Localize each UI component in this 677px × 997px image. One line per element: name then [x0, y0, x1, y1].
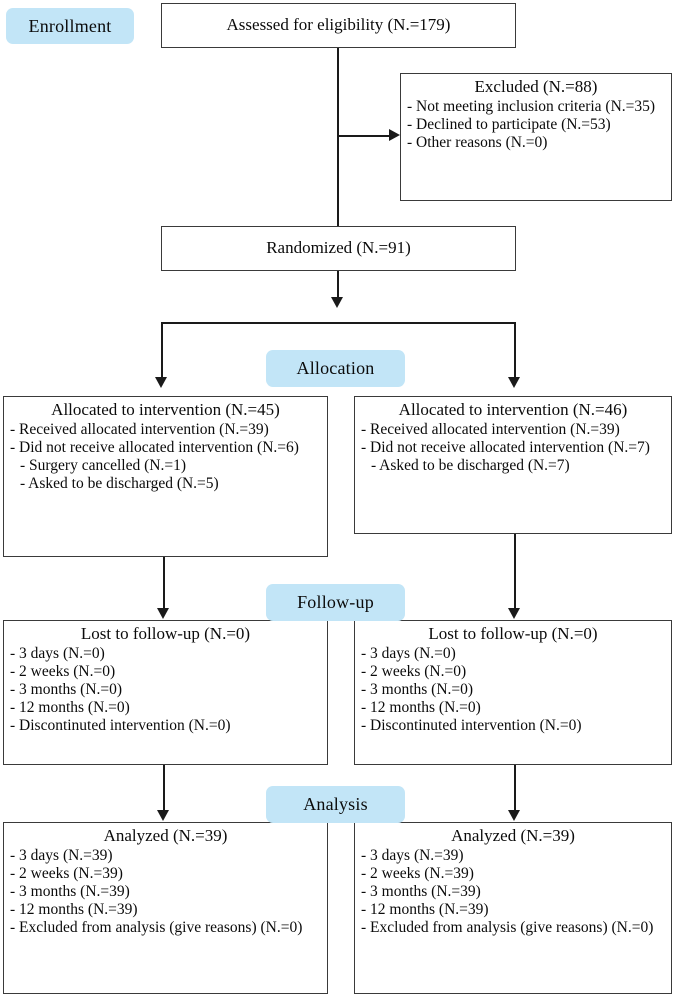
arrow-to-excluded [389, 129, 400, 141]
list-item: - Received allocated intervention (N.=39… [361, 421, 620, 439]
box-analysis-right: Analyzed (N.=39) - 3 days (N.=39) - 2 we… [354, 822, 672, 994]
list-item: - 3 months (N.=0) [10, 680, 123, 698]
connector-followup-analysis-right [514, 765, 516, 811]
arrow-randomized-down [331, 297, 343, 308]
arrow-alloc-followup-left [157, 608, 169, 619]
followup-left-list: - 3 days (N.=0) - 2 weeks (N.=0) - 3 mon… [10, 645, 321, 735]
list-item: - 2 weeks (N.=39) [361, 865, 474, 883]
connector-split-right [514, 322, 516, 378]
list-item: - Discontinuted intervention (N.=0) [361, 716, 582, 734]
list-item: - Not meeting inclusion criteria (N.=35) [407, 98, 656, 116]
followup-right-title: Lost to follow-up (N.=0) [428, 624, 598, 643]
arrow-split-left [155, 377, 167, 388]
analysis-left-list: - 3 days (N.=39) - 2 weeks (N.=39) - 3 m… [10, 847, 321, 937]
list-item: - Excluded from analysis (give reasons) … [10, 918, 303, 936]
box-allocation-right: Allocated to intervention (N.=46) - Rece… [354, 396, 672, 534]
box-randomized: Randomized (N.=91) [161, 226, 516, 271]
allocation-right-list: - Received allocated intervention (N.=39… [361, 421, 665, 475]
connector-split-left [161, 322, 163, 378]
connector-alloc-followup-right [514, 534, 516, 609]
box-followup-left: Lost to follow-up (N.=0) - 3 days (N.=0)… [3, 620, 328, 765]
analysis-right-list: - 3 days (N.=39) - 2 weeks (N.=39) - 3 m… [361, 847, 665, 937]
list-item: - Excluded from analysis (give reasons) … [361, 918, 654, 936]
assessed-title: Assessed for eligibility (N.=179) [226, 14, 451, 34]
analysis-right-title: Analyzed (N.=39) [451, 826, 575, 845]
list-item: - 2 weeks (N.=39) [10, 865, 123, 883]
arrow-followup-analysis-left [157, 810, 169, 821]
connector-randomized-down [337, 271, 339, 298]
followup-left-title: Lost to follow-up (N.=0) [80, 624, 251, 643]
list-item: - 12 months (N.=39) [10, 900, 138, 918]
list-item-sub: - Asked to be discharged (N.=5) [20, 474, 219, 492]
list-item: - 2 weeks (N.=0) [361, 663, 467, 681]
connector-split-bar [161, 322, 516, 324]
list-item: - Did not receive allocated intervention… [361, 439, 650, 457]
arrow-followup-analysis-right [508, 810, 520, 821]
analysis-left-title: Analyzed (N.=39) [103, 826, 228, 845]
list-item: - 3 days (N.=39) [10, 847, 113, 865]
list-item: - 3 days (N.=0) [361, 645, 456, 663]
allocation-left-title: Allocated to intervention (N.=45) [51, 400, 280, 419]
stage-label-allocation: Allocation [296, 358, 375, 378]
box-excluded: Excluded (N.=88) - Not meeting inclusion… [400, 73, 672, 201]
list-item-sub: - Surgery cancelled (N.=1) [20, 456, 186, 474]
list-item: - Received allocated intervention (N.=39… [10, 421, 269, 439]
connector-alloc-followup-left [163, 557, 165, 609]
list-item: - 12 months (N.=39) [361, 900, 489, 918]
list-item: - 3 months (N.=39) [10, 882, 130, 900]
arrow-alloc-followup-right [508, 608, 520, 619]
stage-label-followup: Follow-up [297, 592, 374, 612]
list-item-sub: - Asked to be discharged (N.=7) [371, 456, 570, 474]
list-item: - 3 months (N.=0) [361, 680, 474, 698]
allocation-left-list: - Received allocated intervention (N.=39… [10, 421, 321, 493]
stage-badge-allocation: Allocation [266, 350, 405, 387]
box-followup-right: Lost to follow-up (N.=0) - 3 days (N.=0)… [354, 620, 672, 765]
excluded-list: - Not meeting inclusion criteria (N.=35)… [407, 98, 665, 152]
allocation-right-title: Allocated to intervention (N.=46) [398, 400, 628, 419]
connector-followup-analysis-left [163, 765, 165, 811]
list-item: - 3 days (N.=0) [10, 645, 105, 663]
stage-label-enrollment: Enrollment [28, 15, 112, 36]
box-allocation-left: Allocated to intervention (N.=45) - Rece… [3, 396, 328, 557]
stage-badge-enrollment: Enrollment [6, 8, 134, 44]
excluded-title: Excluded (N.=88) [474, 77, 598, 96]
randomized-title: Randomized (N.=91) [266, 237, 411, 257]
list-item: - 3 days (N.=39) [361, 847, 464, 865]
list-item: - 12 months (N.=0) [10, 698, 130, 716]
stage-badge-followup: Follow-up [266, 584, 405, 621]
list-item: - Declined to participate (N.=53) [407, 116, 611, 134]
arrow-split-right [508, 377, 520, 388]
list-item: - Discontinuted intervention (N.=0) [10, 716, 231, 734]
list-item: - 3 months (N.=39) [361, 882, 481, 900]
stage-label-analysis: Analysis [303, 794, 368, 814]
list-item: - Other reasons (N.=0) [407, 133, 548, 151]
box-assessed-for-eligibility: Assessed for eligibility (N.=179) [161, 3, 516, 48]
stage-badge-analysis: Analysis [266, 786, 405, 823]
list-item: - Did not receive allocated intervention… [10, 439, 299, 457]
list-item: - 2 weeks (N.=0) [10, 663, 116, 681]
connector-to-excluded [337, 135, 389, 137]
followup-right-list: - 3 days (N.=0) - 2 weeks (N.=0) - 3 mon… [361, 645, 665, 735]
list-item: - 12 months (N.=0) [361, 698, 481, 716]
box-analysis-left: Analyzed (N.=39) - 3 days (N.=39) - 2 we… [3, 822, 328, 994]
